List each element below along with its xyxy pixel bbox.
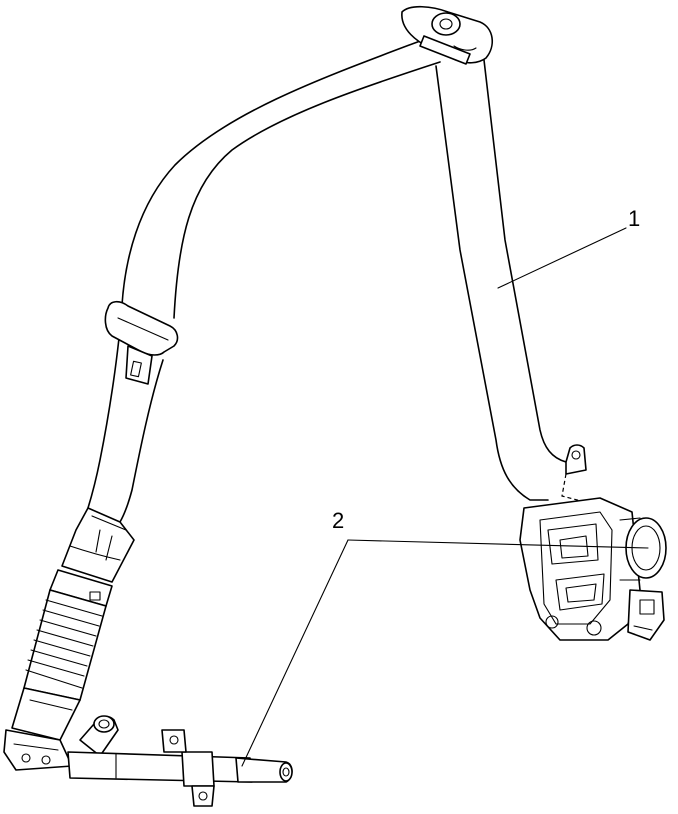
callout-2-leader [241, 539, 349, 767]
upper-anchor [401, 5, 493, 65]
belt-guide-loop [104, 300, 179, 385]
lower-anchor-assembly [3, 507, 293, 807]
shoulder-belt-webbing [87, 37, 441, 523]
callout-2-label: 2 [332, 508, 344, 533]
callout-1-label: 1 [628, 206, 640, 231]
retractor-belt-webbing [435, 59, 601, 507]
callout-leaders [241, 227, 649, 767]
callout-1-leader [497, 227, 627, 289]
retractor-assembly [519, 497, 667, 641]
callout-2-leader-right [347, 539, 649, 549]
